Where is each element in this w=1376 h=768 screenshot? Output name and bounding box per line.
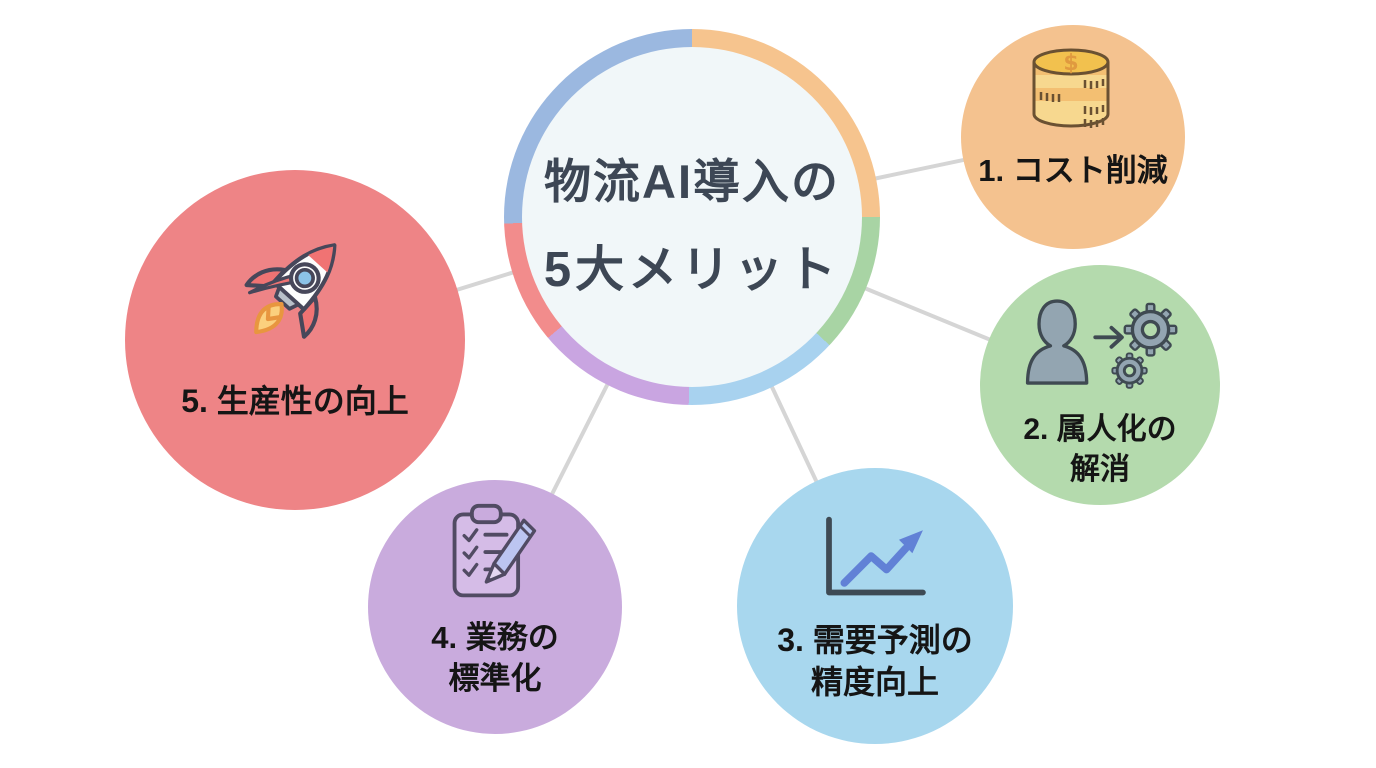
flame-chevron — [265, 305, 282, 322]
coins-icon: $ — [1032, 48, 1110, 128]
hub-title-line2: 5大メリット — [543, 243, 841, 297]
benefit-node-forecast: 3. 需要予測の 精度向上 — [737, 468, 1013, 744]
big-gear — [1123, 302, 1178, 357]
window-glass — [294, 267, 315, 289]
central-hub: 物流AI導入の 5大メリット — [504, 29, 880, 405]
clipboard-checklist-icon — [452, 503, 537, 598]
check-marks — [462, 528, 479, 577]
nose-cone — [308, 246, 334, 273]
person-to-gears-icon — [1025, 299, 1178, 389]
rocket-icon — [244, 243, 337, 339]
small-gear — [1111, 352, 1148, 389]
benefit-label-personnel: 2. 属人化の 解消 — [1023, 413, 1177, 486]
benefit-label-forecast: 3. 需要予測の 精度向上 — [777, 622, 973, 701]
chart-axes — [826, 516, 926, 596]
right-fin — [298, 295, 319, 339]
arrow-right — [1093, 325, 1124, 349]
benefit-label-cost-reduction: 1. コスト削減 — [978, 153, 1168, 188]
hub-inner-circle: 物流AI導入の 5大メリット — [522, 47, 862, 387]
person-silhouette — [1025, 299, 1089, 385]
left-fin — [244, 267, 287, 289]
hub-title-line1: 物流AI導入の — [544, 155, 840, 208]
trend-line — [840, 544, 910, 587]
svg-text:$: $ — [1063, 51, 1078, 76]
pen — [484, 518, 537, 584]
benefit-node-cost-reduction: $ 1. コスト削減 — [961, 25, 1185, 249]
benefit-node-personnel: 2. 属人化の 解消 — [980, 265, 1220, 505]
growth-chart-icon — [826, 516, 926, 596]
benefit-node-standardization: 4. 業務の 標準化 — [368, 480, 622, 734]
clipboard-clip — [469, 503, 503, 525]
arrow-head — [898, 530, 923, 554]
benefit-node-productivity: 5. 生産性の向上 — [125, 170, 465, 510]
benefit-label-productivity: 5. 生産性の向上 — [181, 383, 409, 419]
nozzle — [274, 285, 301, 311]
benefit-label-standardization: 4. 業務の 標準化 — [431, 620, 559, 696]
